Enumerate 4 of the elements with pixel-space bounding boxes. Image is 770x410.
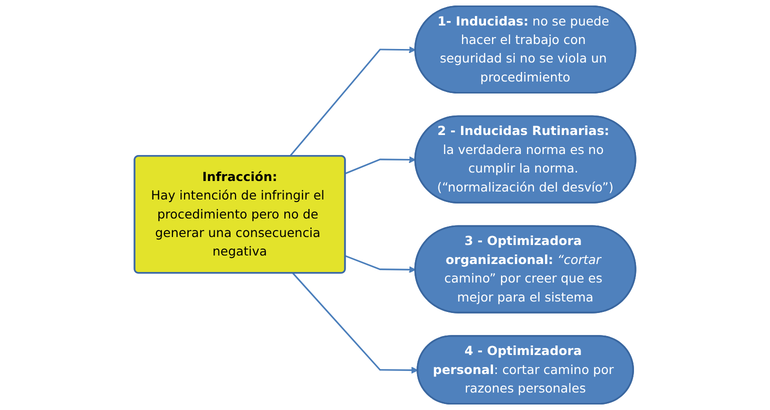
arrow	[292, 272, 418, 374]
arrow	[345, 255, 416, 274]
arrow	[289, 46, 416, 157]
arrow	[345, 156, 416, 174]
